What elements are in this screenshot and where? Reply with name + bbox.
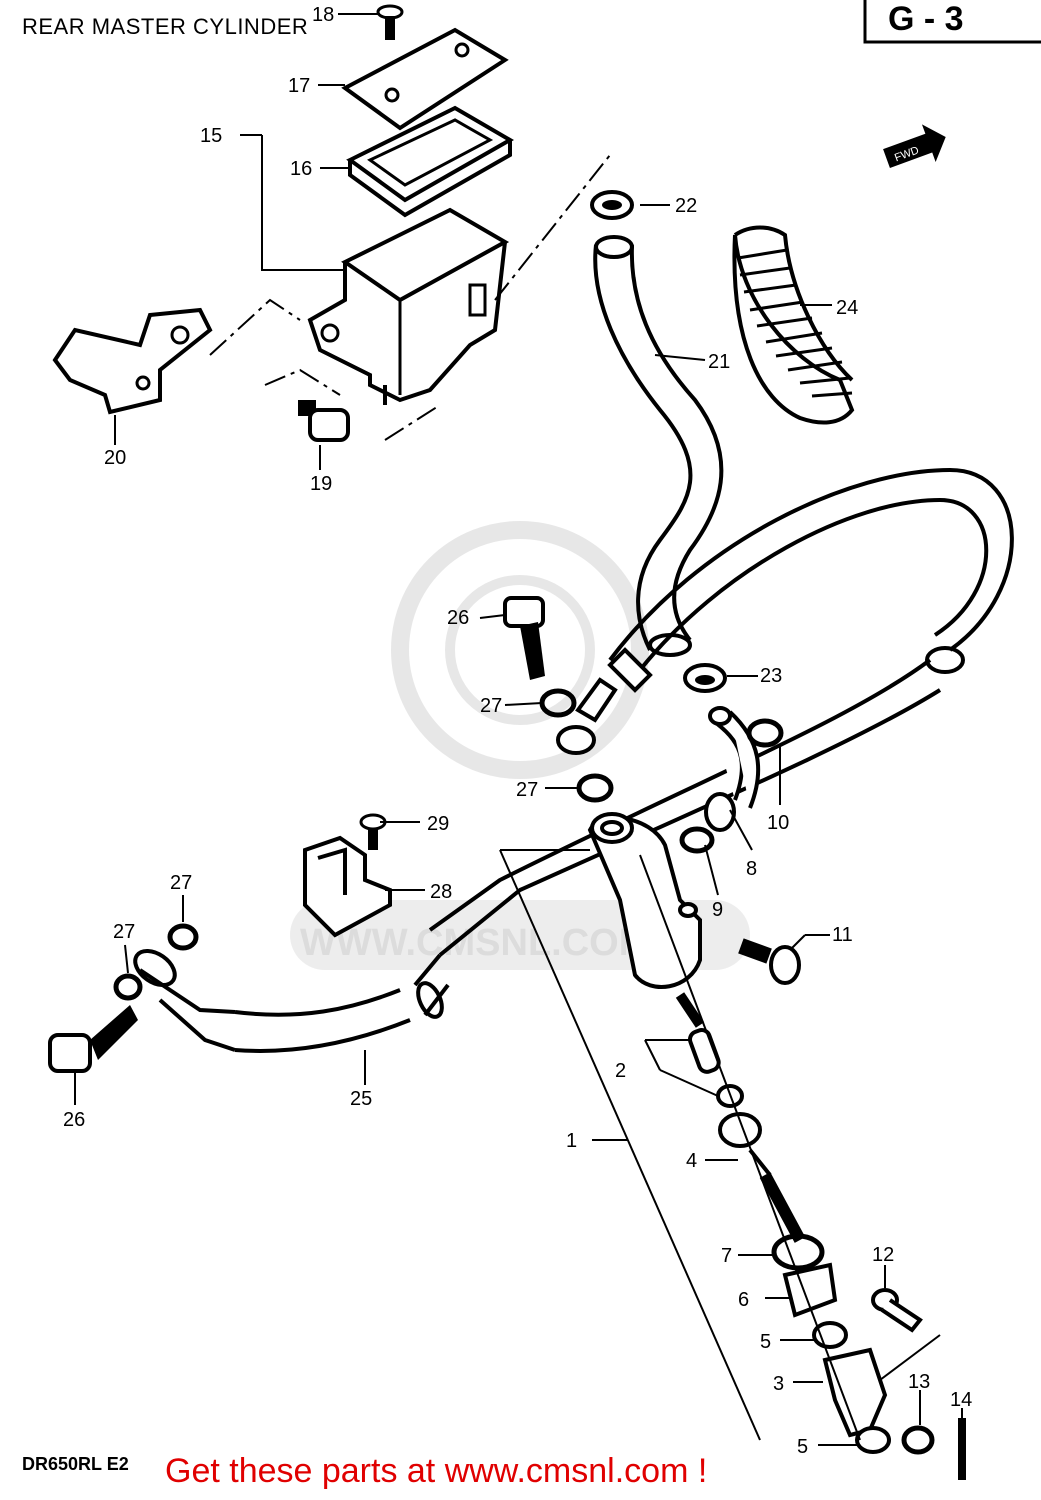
callout-3: 3: [773, 1373, 784, 1395]
protective-cover-icon: [732, 225, 855, 425]
hose-connector-icon: [704, 706, 761, 832]
callout-26-top: 26: [447, 607, 469, 629]
hose-clamp-icon: [683, 663, 727, 693]
callout-27-middle: 27: [516, 779, 538, 801]
callout-10: 10: [767, 812, 789, 834]
page-title: REAR MASTER CYLINDER: [22, 14, 309, 39]
reservoir-diaphragm-icon: [346, 105, 515, 218]
callout-22: 22: [675, 195, 697, 217]
callout-4: 4: [686, 1150, 697, 1172]
callout-29: 29: [427, 813, 449, 835]
callout-5-upper: 5: [760, 1331, 771, 1353]
watermark-text: WWW.CMSNL.COM: [300, 922, 650, 964]
section-box: G - 3: [863, 0, 1041, 44]
lock-nut-icon: [812, 1321, 848, 1349]
model-code: DR650RL E2: [22, 1454, 129, 1474]
callout-25: 25: [350, 1088, 372, 1110]
callout-16: 16: [290, 158, 312, 180]
o-ring-icon: [679, 826, 715, 854]
callout-5-lower: 5: [797, 1436, 808, 1458]
callout-24: 24: [836, 297, 858, 319]
callout-20: 20: [104, 447, 126, 469]
reservoir-hose-icon: [593, 235, 724, 657]
callout-1: 1: [566, 1130, 577, 1152]
callout-12: 12: [872, 1244, 894, 1266]
callout-6: 6: [738, 1289, 749, 1311]
callout-28: 28: [430, 881, 452, 903]
washer-icon: [901, 1425, 935, 1455]
retaining-clip-icon: [746, 718, 784, 748]
circlip-icon: [771, 1233, 825, 1271]
callout-27-left-lower: 27: [113, 921, 135, 943]
screw-icon: [359, 813, 387, 850]
reservoir-body-icon: [307, 207, 510, 405]
callout-14: 14: [950, 1389, 972, 1411]
callout-15: 15: [200, 125, 222, 147]
alignment-lines: [209, 154, 611, 441]
reservoir-cap-icon: [341, 27, 509, 131]
callout-21: 21: [708, 351, 730, 373]
union-bolt-icon: [503, 596, 545, 680]
union-bolt-icon: [48, 1005, 138, 1073]
piston-assembly-icon: [675, 992, 744, 1108]
callout-27-left-upper: 27: [170, 872, 192, 894]
promo-link[interactable]: Get these parts at www.cmsnl.com !: [165, 1452, 708, 1490]
brake-hose-icon: [133, 948, 450, 1053]
mounting-bolt-icon: [298, 400, 350, 442]
clevis-icon: [822, 1347, 891, 1454]
mounting-bolt-icon: [738, 938, 801, 985]
callout-7: 7: [721, 1245, 732, 1267]
mounting-bracket-icon: [52, 307, 213, 415]
callout-2: 2: [615, 1060, 626, 1082]
callout-26-bottom: 26: [63, 1109, 85, 1131]
reservoir-cap-screw-icon: [376, 4, 404, 40]
clevis-pin-icon: [871, 1288, 923, 1333]
callout-27-top: 27: [480, 695, 502, 717]
callout-23: 23: [760, 665, 782, 687]
callout-labels: 18 17 15 16 22 24 21 20 19 26 23 27 27 1…: [63, 4, 972, 1458]
adjust-nut-icon: [782, 1262, 838, 1318]
callout-18: 18: [312, 4, 334, 26]
callout-9: 9: [712, 899, 723, 921]
master-cylinder-body-icon: [587, 812, 702, 989]
callout-8: 8: [746, 858, 757, 880]
callout-17: 17: [288, 75, 310, 97]
leader-lines: [74, 13, 963, 1446]
push-rod-icon: [759, 1172, 806, 1243]
callout-19: 19: [310, 473, 332, 495]
fwd-arrow-icon: FWD: [883, 124, 946, 168]
callout-11: 11: [832, 924, 853, 946]
banjo-fitting-icon: [556, 647, 653, 755]
hose-clamp-icon: [590, 190, 634, 220]
dust-boot-icon: [718, 1112, 772, 1177]
section-code: G - 3: [888, 0, 964, 38]
callout-13: 13: [908, 1371, 930, 1393]
